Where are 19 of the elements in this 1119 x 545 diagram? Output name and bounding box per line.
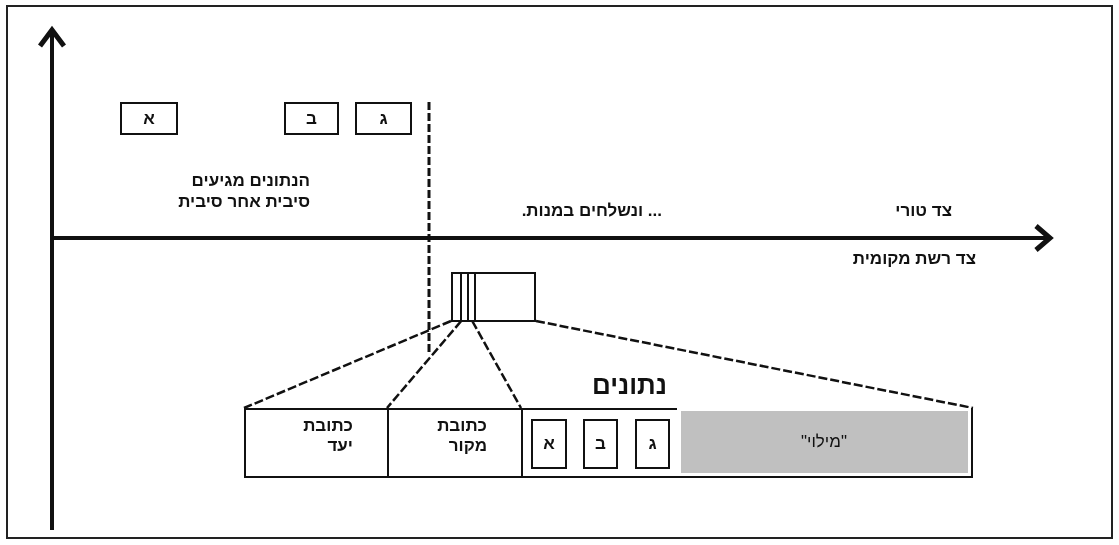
sidenote-text: הנתונים מגיעים סיבית אחר סיבית	[177, 170, 310, 212]
axis-label: צד טורי	[894, 200, 952, 221]
packet-box	[451, 272, 536, 322]
zoom-line	[535, 319, 974, 410]
bit-box: ב	[583, 419, 618, 469]
bit-box: א	[531, 419, 567, 469]
bit-box: ג	[355, 102, 412, 135]
sidenote-text: ... ונשלחים במנות.	[520, 200, 662, 221]
zoom-line	[243, 319, 452, 410]
bit-box: ב	[284, 102, 339, 135]
zoom-line	[471, 320, 523, 409]
section-heading: נתונים	[591, 369, 667, 402]
header-field: כתובת מקור	[387, 408, 523, 478]
bit-box: ג	[635, 419, 670, 469]
zoom-line	[386, 320, 463, 409]
padding-field: "מילוי"	[677, 408, 973, 478]
bit-box: א	[120, 102, 178, 135]
header-field: כתובת יעד	[244, 408, 389, 478]
axis-label: צד רשת מקומית	[851, 248, 976, 269]
